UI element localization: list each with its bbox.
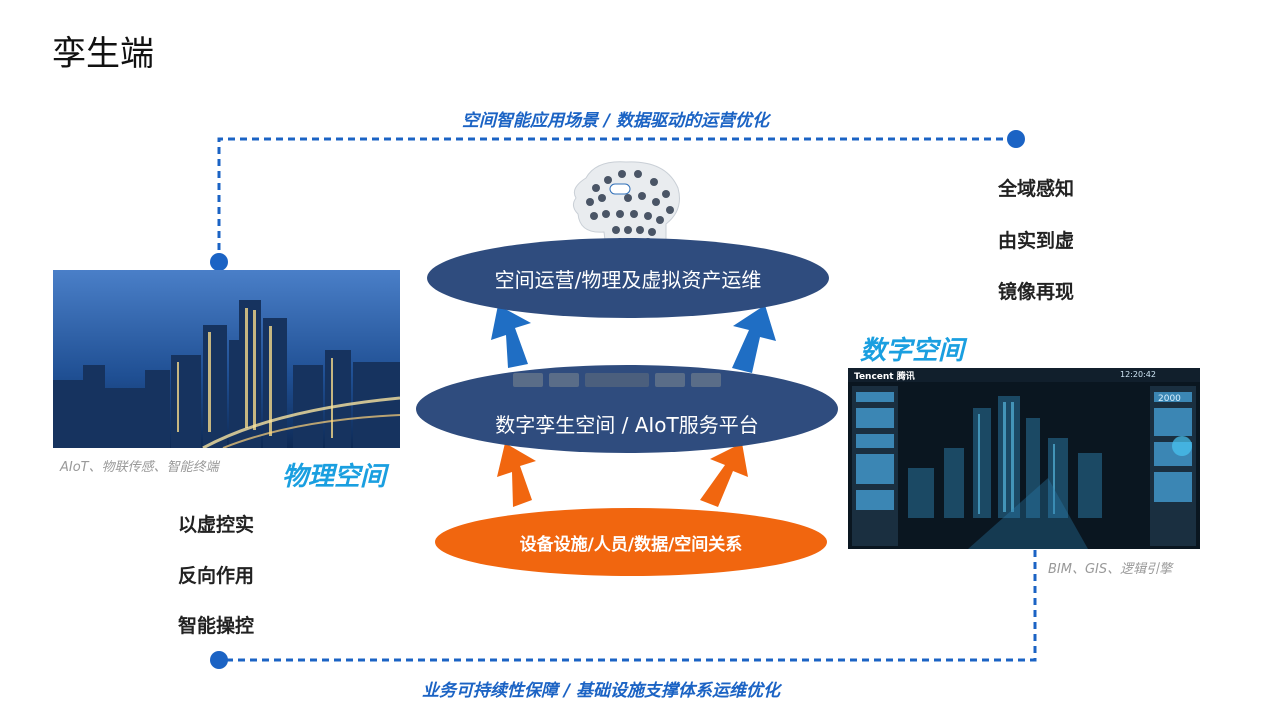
bottom-dashed-connector bbox=[219, 550, 1037, 662]
digital-space-dashboard: Tencent 腾讯 12:20:42 2000 bbox=[848, 368, 1200, 549]
right-point-3: 镜像再现 bbox=[998, 281, 1075, 303]
thumbnail-chart bbox=[585, 373, 649, 387]
thumbnail bbox=[513, 373, 543, 387]
dashboard-time: 12:20:42 bbox=[1120, 370, 1156, 379]
right-point-1: 全域感知 bbox=[998, 178, 1075, 200]
arrow-up-left-orange bbox=[497, 443, 536, 507]
layer-foundation: 设备设施/人员/数据/空间关系 bbox=[435, 508, 827, 576]
dashboard-brand: Tencent 腾讯 bbox=[854, 372, 915, 382]
arrow-up-left-blue bbox=[491, 305, 531, 368]
layer-operations-label: 空间运营/物理及虚拟资产运维 bbox=[494, 267, 762, 292]
thumbnail bbox=[549, 373, 579, 387]
platform-thumbnails bbox=[513, 373, 721, 387]
thumbnail bbox=[691, 373, 721, 387]
left-point-2: 反向作用 bbox=[178, 565, 255, 587]
physical-space-image bbox=[53, 270, 400, 448]
layer-operations: 空间运营/物理及虚拟资产运维 bbox=[427, 238, 829, 318]
right-point-2: 由实到虚 bbox=[998, 230, 1075, 252]
thumbnail bbox=[655, 373, 685, 387]
left-point-3: 智能操控 bbox=[178, 615, 255, 637]
arrow-up-right-blue bbox=[732, 305, 776, 373]
top-dashed-connector bbox=[217, 137, 1016, 262]
physical-space-label: 物理空间 bbox=[282, 462, 387, 492]
dashboard-metric: 2000 bbox=[1158, 394, 1181, 404]
page-title: 孪生端 bbox=[52, 34, 154, 74]
top-flow-label: 空间智能应用场景 / 数据驱动的运营优化 bbox=[462, 111, 770, 131]
digital-space-caption: BIM、GIS、逻辑引擎 bbox=[1048, 562, 1173, 577]
left-point-1: 以虚控实 bbox=[178, 514, 255, 536]
layer-platform-label: 数字孪生空间 / AIoT服务平台 bbox=[495, 412, 759, 437]
top-left-dot bbox=[210, 253, 228, 271]
bottom-flow-label: 业务可持续性保障 / 基础设施支撑体系运维优化 bbox=[422, 681, 781, 701]
layer-foundation-label: 设备设施/人员/数据/空间关系 bbox=[519, 534, 743, 555]
bottom-left-dot bbox=[210, 651, 228, 669]
physical-space-caption: AIoT、物联传感、智能终端 bbox=[60, 460, 219, 475]
top-right-dot bbox=[1007, 130, 1025, 148]
arrow-up-right-orange bbox=[700, 443, 748, 507]
digital-space-label: 数字空间 bbox=[860, 336, 965, 366]
